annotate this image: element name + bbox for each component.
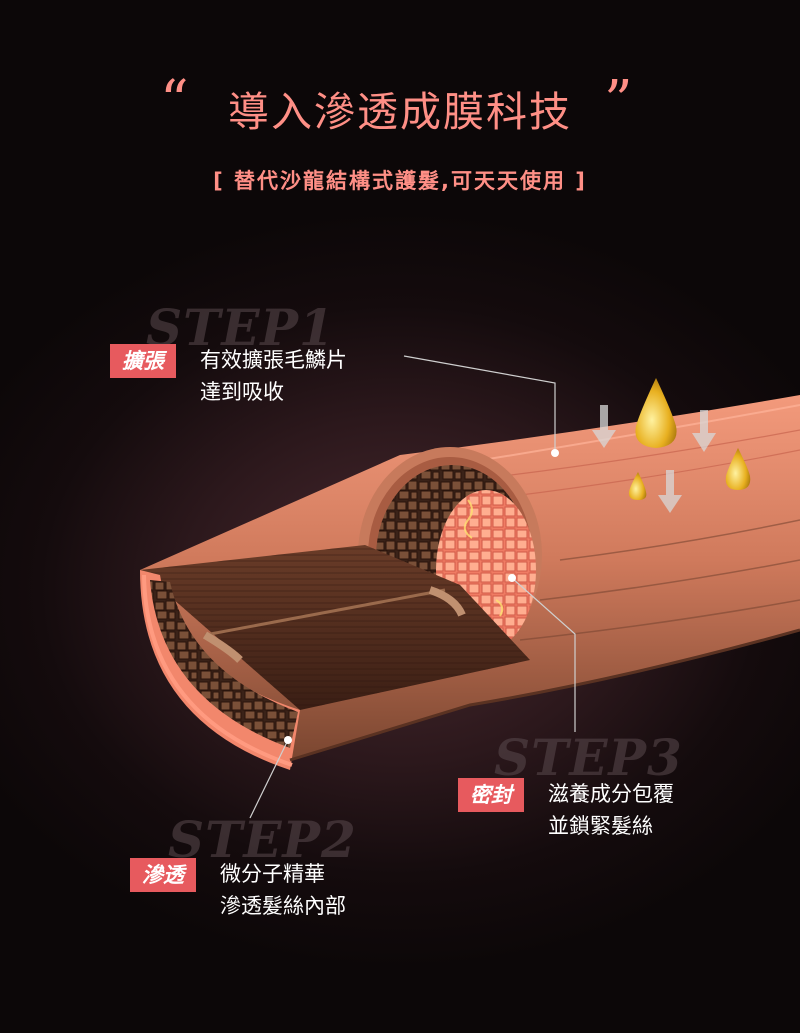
callout-lines — [249, 355, 576, 819]
step1-line2: 達到吸收 — [200, 380, 284, 404]
step2-description: 微分子精華 滲透髮絲內部 — [220, 858, 346, 922]
page-subtitle: [ 替代沙龍結構式護髮,可天天使用 ] — [213, 169, 587, 193]
step1-line1: 有效擴張毛鱗片 — [200, 348, 347, 372]
close-quote-mark: ” — [604, 69, 633, 134]
step3-ghost-label: STEP3 — [494, 728, 683, 787]
penetration-arrows — [592, 405, 716, 513]
step2-line1: 微分子精華 — [220, 862, 325, 886]
oil-drop-small-left — [628, 472, 647, 500]
step2-line2: 滲透髮絲內部 — [220, 894, 346, 918]
oil-drop-small-right — [725, 448, 751, 490]
callout-dot-step1 — [551, 449, 559, 457]
title-block: 導入滲透成膜科技 — [0, 78, 800, 138]
callout-dot-step2 — [284, 736, 292, 744]
oil-drop-large — [635, 378, 677, 448]
page-title: 導入滲透成膜科技 — [228, 88, 572, 136]
step3-line2: 並鎖緊髮絲 — [548, 814, 653, 838]
step3-description: 滋養成分包覆 並鎖緊髮絲 — [548, 778, 674, 842]
open-quote-mark: “ — [160, 69, 189, 134]
step1-tag: 擴張 — [110, 344, 176, 378]
step2-tag: 滲透 — [130, 858, 196, 892]
step3-tag: 密封 — [458, 778, 524, 812]
step3-line1: 滋養成分包覆 — [548, 782, 674, 806]
callout-dot-step3 — [508, 574, 516, 582]
step1-description: 有效擴張毛鱗片 達到吸收 — [200, 344, 347, 408]
step1-ghost-label: STEP1 — [146, 298, 335, 357]
step2-ghost-label: STEP2 — [168, 810, 357, 869]
